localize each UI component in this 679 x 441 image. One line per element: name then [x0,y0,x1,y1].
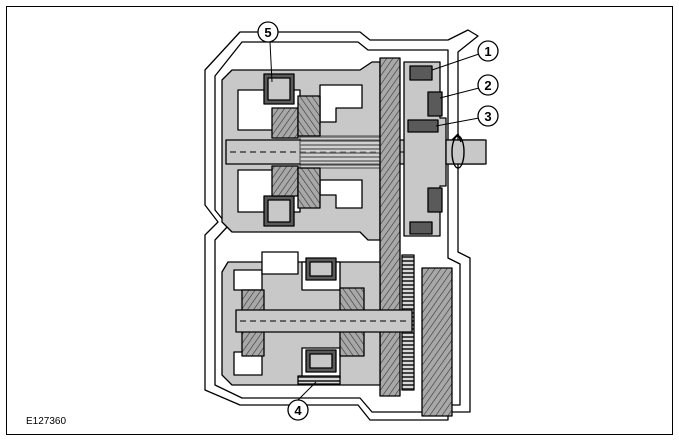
callout-4: 4 [287,381,317,421]
final-drive-gear [421,267,453,417]
callout-5-label: 5 [264,25,271,40]
planet-gear-upper-b [297,95,321,137]
callout-3: 3 [435,105,499,127]
figure-id: E127360 [26,416,66,427]
rotation-arrow-icon [451,135,465,169]
callout-2-label: 2 [484,78,491,93]
right-clutch-plate-upper [427,91,443,117]
planet-gear-lower-a [271,165,299,197]
callout-1-label: 1 [484,44,491,59]
main-gear [379,57,401,397]
callout-4-label: 4 [294,403,302,418]
right-clutch-plate-lower [427,187,443,213]
shaft-splines [299,135,391,169]
gearbox-illustration [204,29,487,421]
callout-5: 5 [257,21,279,83]
callout-1: 1 [431,40,499,71]
callout-2: 2 [439,74,499,99]
planet-gear-upper-a [271,107,299,139]
clutch-pack-4 [297,375,341,385]
figure-border [6,6,673,435]
planet-gear-lower-b [297,167,321,209]
callout-3-label: 3 [484,109,491,124]
